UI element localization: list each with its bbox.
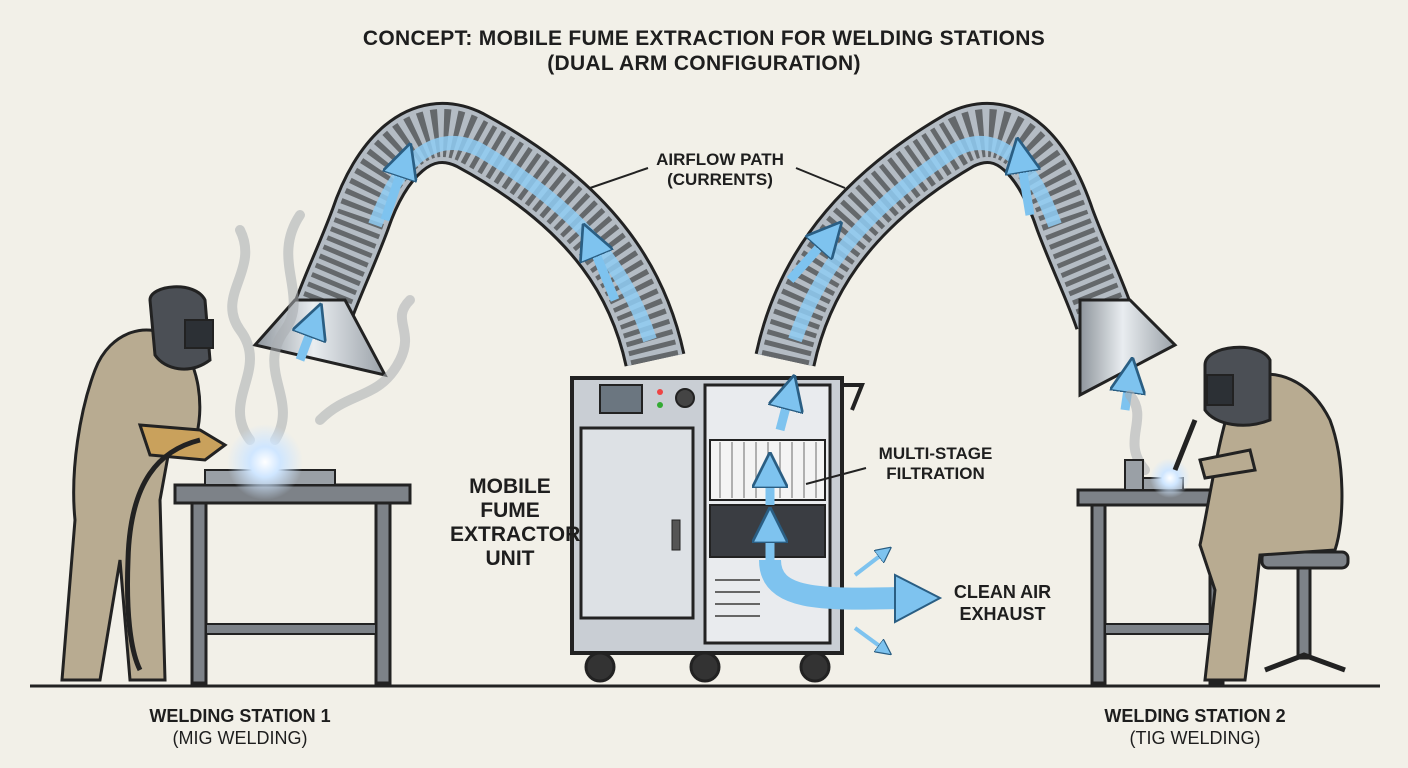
airflow-label-line-2: (CURRENTS) — [667, 170, 773, 190]
station-1-label: WELDING STATION 1 (MIG WELDING) — [120, 706, 360, 749]
left-weld-spark — [227, 424, 303, 500]
internal-airflow — [770, 392, 790, 560]
filtration-label: MULTI-STAGE FILTRATION — [868, 444, 1003, 485]
unit-label-line-1: MOBILE — [469, 475, 551, 498]
airflow-arrows — [300, 155, 1130, 411]
right-weld-spark — [1150, 458, 1190, 498]
title-line-2: (DUAL ARM CONFIGURATION) — [547, 52, 861, 76]
exhaust-airflow — [759, 559, 901, 610]
station-2-name: WELDING STATION 2 — [1104, 706, 1286, 726]
right-welder — [1172, 345, 1344, 682]
diagram-title: CONCEPT: MOBILE FUME EXTRACTION FOR WELD… — [0, 26, 1408, 76]
exhaust-label-line-1: CLEAN AIR — [953, 582, 1052, 602]
unit-label-line-2: FUME — [480, 499, 540, 523]
filtration-label-line-2: FILTRATION — [886, 464, 985, 484]
leader-lines — [589, 167, 867, 485]
control-knob — [675, 388, 695, 408]
title-line-1: CONCEPT: MOBILE FUME EXTRACTION FOR WELD… — [362, 27, 1046, 50]
extractor-unit — [570, 376, 865, 683]
airflow-label-line-1: AIRFLOW PATH — [656, 150, 784, 169]
left-welding-table — [173, 469, 412, 685]
clean-air-exhaust-label: CLEAN AIR EXHAUST — [945, 582, 1060, 625]
filtration-label-line-1: MULTI-STAGE — [878, 444, 993, 463]
control-display — [599, 384, 643, 414]
station-2-label: WELDING STATION 2 (TIG WELDING) — [1075, 706, 1315, 749]
station-2-type: (TIG WELDING) — [1129, 727, 1261, 748]
unit-label-line-3: EXTRACTOR — [450, 523, 581, 547]
airflow-path-label: AIRFLOW PATH (CURRENTS) — [630, 150, 810, 191]
right-extraction-arm — [754, 102, 1178, 398]
extractor-unit-label: MOBILE FUME EXTRACTOR UNIT — [450, 475, 581, 572]
unit-label-line-4: UNIT — [485, 547, 535, 571]
welding-stool — [1260, 550, 1350, 673]
station-1-name: WELDING STATION 1 — [149, 706, 331, 726]
station-1-type: (MIG WELDING) — [172, 727, 308, 748]
exhaust-label-line-2: EXHAUST — [959, 603, 1046, 624]
left-welder — [60, 285, 228, 682]
right-fume-hood — [1078, 298, 1178, 398]
